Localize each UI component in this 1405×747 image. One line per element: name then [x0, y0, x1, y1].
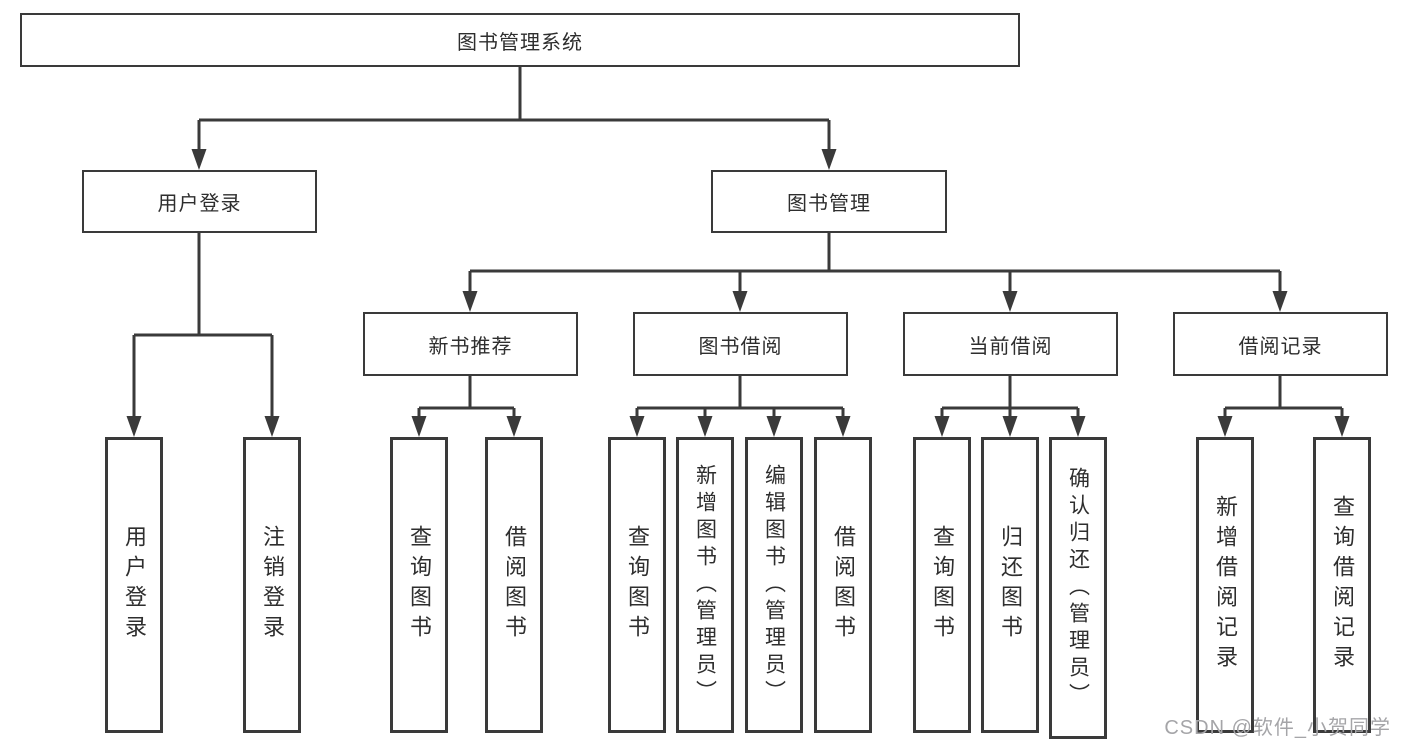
leaf-current-query: 查询图书	[913, 437, 971, 733]
node-label: 图书借阅	[698, 335, 783, 358]
leaf-borrow-add-admin: 新增图书（管理员）	[676, 437, 734, 733]
leaf-borrow-edit-admin: 编辑图书（管理员）	[745, 437, 803, 733]
leaf-current-confirm-admin: 确认归还（管理员）	[1049, 437, 1107, 739]
node-label: 编辑图书（管理员）	[762, 463, 786, 707]
leaf-borrow-query: 查询图书	[608, 437, 666, 733]
csdn-watermark: CSDN @软件_小贺同学	[1164, 717, 1391, 739]
node-label: 借阅记录	[1238, 335, 1323, 358]
node-label: 查询图书	[930, 525, 955, 645]
node-label: 用户登录	[122, 525, 147, 645]
node-label: 借阅图书	[831, 525, 856, 645]
node-label: 新增图书（管理员）	[693, 463, 717, 707]
leaf-logout: 注销登录	[243, 437, 301, 733]
leaf-newbook-borrow: 借阅图书	[485, 437, 543, 733]
node-new-book-recommend: 新书推荐	[363, 312, 578, 376]
node-label: 查询借阅记录	[1330, 495, 1355, 675]
node-label: 当前借阅	[968, 335, 1053, 358]
node-user-login: 用户登录	[82, 170, 317, 233]
node-label: 查询图书	[625, 525, 650, 645]
leaf-newbook-query: 查询图书	[390, 437, 448, 733]
node-label: 借阅图书	[502, 525, 527, 645]
node-label: 用户登录	[157, 193, 242, 215]
node-label: 归还图书	[998, 525, 1023, 645]
leaf-borrow-book: 借阅图书	[814, 437, 872, 733]
node-book-management: 图书管理	[711, 170, 947, 233]
node-label: 图书管理	[787, 193, 871, 215]
node-label: 注销登录	[260, 525, 285, 645]
leaf-record-query: 查询借阅记录	[1313, 437, 1371, 733]
node-system-root: 图书管理系统	[20, 13, 1020, 67]
node-label: 查询图书	[407, 525, 432, 645]
node-label: 新增借阅记录	[1213, 495, 1238, 675]
leaf-current-return: 归还图书	[981, 437, 1039, 733]
node-label: 确认归还（管理员）	[1066, 466, 1090, 710]
node-borrow-records: 借阅记录	[1173, 312, 1388, 376]
node-current-borrow: 当前借阅	[903, 312, 1118, 376]
node-book-borrow: 图书借阅	[633, 312, 848, 376]
node-label: 新书推荐	[428, 335, 513, 358]
leaf-record-add: 新增借阅记录	[1196, 437, 1254, 733]
node-label: 图书管理系统	[457, 31, 583, 54]
leaf-user-login: 用户登录	[105, 437, 163, 733]
